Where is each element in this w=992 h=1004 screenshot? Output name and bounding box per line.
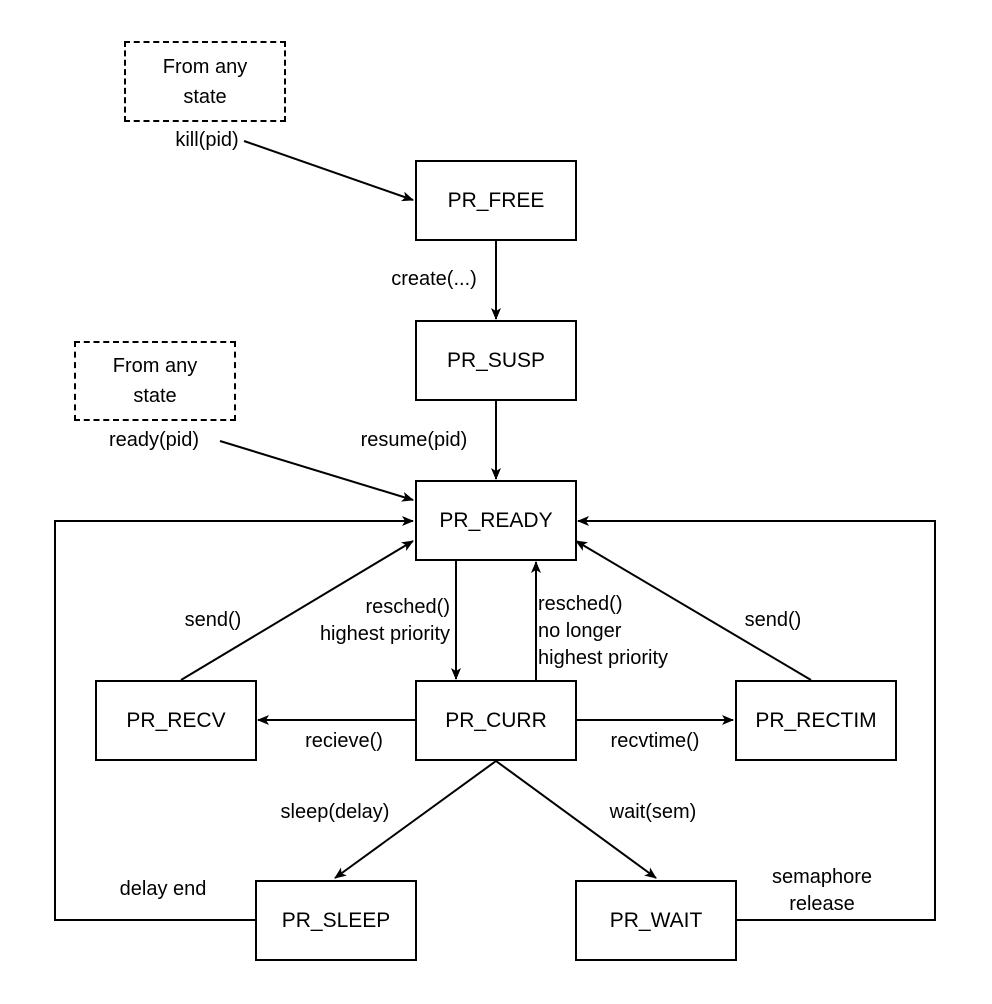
state-pr-curr-label: PR_CURR [445, 708, 547, 732]
label-ready-pid: ready(pid) [108, 429, 200, 451]
state-pr-ready: PR_READY [415, 480, 577, 561]
arrow-ready-pid [219, 440, 414, 502]
state-pr-free: PR_FREE [415, 160, 577, 241]
label-kill: kill(pid) [175, 129, 239, 151]
label-resched-highest: resched() highest priority [319, 596, 450, 645]
note-any-state-mid-text: From any state [112, 355, 198, 407]
label-recieve: recieve() [305, 730, 383, 752]
note-any-state-top-text: From any state [162, 55, 248, 108]
arrow-sleep [334, 760, 497, 879]
label-send-left: send() [184, 609, 242, 631]
label-send-right: send() [744, 609, 802, 631]
state-pr-recv-label: PR_RECV [126, 708, 226, 732]
label-wait: wait(sem) [609, 801, 697, 823]
state-pr-curr: PR_CURR [415, 680, 577, 761]
arrow-send-right [575, 540, 812, 681]
arrow-kill [243, 140, 414, 202]
label-recvtime: recvtime() [610, 730, 700, 752]
state-pr-susp-label: PR_SUSP [446, 348, 546, 372]
label-resched-no-longer: resched() no longer highest priority [538, 593, 669, 669]
state-pr-sleep: PR_SLEEP [255, 880, 417, 961]
state-pr-wait-label: PR_WAIT [609, 908, 703, 932]
label-create: create(...) [391, 268, 477, 290]
note-any-state-mid: From any state [74, 341, 236, 421]
state-pr-sleep-label: PR_SLEEP [281, 908, 391, 932]
state-pr-rectim-label: PR_RECTIM [755, 708, 877, 732]
state-pr-recv: PR_RECV [95, 680, 257, 761]
arrow-send-left [180, 540, 414, 681]
label-semaphore-release: semaphore release [771, 866, 873, 915]
label-resume: resume(pid) [360, 429, 468, 451]
arrow-semaphore-release [577, 516, 936, 921]
label-sleep: sleep(delay) [280, 801, 390, 823]
state-pr-wait: PR_WAIT [575, 880, 737, 961]
arrow-delay-end [54, 516, 414, 921]
state-pr-free-label: PR_FREE [447, 188, 545, 212]
label-delay-end: delay end [119, 878, 207, 900]
state-pr-ready-label: PR_READY [439, 508, 553, 532]
note-any-state-top: From any state [124, 41, 286, 122]
arrow-wait [495, 760, 657, 879]
state-pr-rectim: PR_RECTIM [735, 680, 897, 761]
state-pr-susp: PR_SUSP [415, 320, 577, 401]
